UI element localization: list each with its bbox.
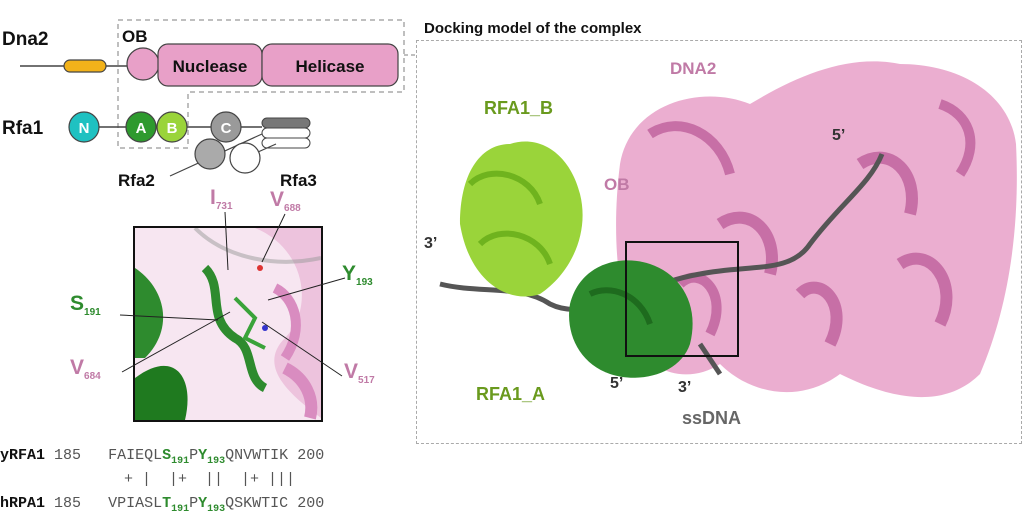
rfa2-domain xyxy=(194,138,226,170)
rfa1-a-label: A xyxy=(136,120,147,137)
three-prime-left-label: 3’ xyxy=(424,235,437,252)
helicase-label: Helicase xyxy=(296,57,365,76)
docking-title: Docking model of the complex xyxy=(424,20,642,37)
hrpa1-end: 200 xyxy=(297,495,325,512)
yrfa1-start: 185 xyxy=(54,447,82,464)
helicase-domain xyxy=(261,43,399,87)
rfa2-label: Rfa2 xyxy=(118,171,155,190)
residue-s191: S191 xyxy=(70,292,101,319)
yrfa1-seq-post: QNVWTIK xyxy=(225,447,289,464)
yrfa1-end: 200 xyxy=(297,447,325,464)
rfa1-b-label: B xyxy=(167,120,178,137)
inset-structure-art xyxy=(135,228,321,420)
zoom-box xyxy=(625,241,739,357)
hrpa1-y193: Y193 xyxy=(198,495,226,515)
docking-structure: DNA2 RFA1_B OB RFA1_A ssDNA 5’ 3’ 5’ 3’ xyxy=(424,59,1017,428)
inset-zoom xyxy=(133,226,323,422)
yrfa1-y193: Y193 xyxy=(198,447,226,467)
rfa1-b-domain xyxy=(156,111,188,143)
hrpa1-seq-pre: VPIASL xyxy=(108,495,163,512)
rfa1-n-domain xyxy=(68,111,100,143)
yrfa1-name: yRFA1 xyxy=(0,447,46,464)
hrpa1-name: hRPA1 xyxy=(0,495,46,512)
docking-dashed-frame xyxy=(416,40,1022,444)
rfa1b-body xyxy=(460,141,583,297)
residue-v684: V684 xyxy=(70,356,101,383)
residue-leader-lines xyxy=(119,211,346,377)
rfa1-a-domain xyxy=(125,111,157,143)
residue-i731: I731 xyxy=(210,186,233,213)
dna2-helix-segment xyxy=(63,59,107,73)
rfa1-c-domain xyxy=(210,111,242,143)
ob-structure-label: OB xyxy=(604,175,630,194)
rfa1-label: Rfa1 xyxy=(2,118,44,139)
hrpa1-t191: T191 xyxy=(162,495,190,515)
ssdna-structure-label: ssDNA xyxy=(682,408,741,428)
hrpa1-seq-post: QSKWTIC xyxy=(225,495,289,512)
ob-label: OB xyxy=(122,27,148,46)
connector-line xyxy=(404,54,418,56)
rfa3-line xyxy=(257,143,277,153)
three-prime-bottom-label: 3’ xyxy=(678,379,691,396)
yrfa1-s191: S191 xyxy=(162,447,190,467)
rfa1-n-label: N xyxy=(79,120,90,137)
alignment-row-yrfa1: yRFA1 185 FAIEQLS191PY193QNVWTIK 200 xyxy=(0,447,325,467)
alignment-match-row: + | |+ || |+ ||| xyxy=(124,471,296,488)
five-prime-bottom-label: 5’ xyxy=(610,375,623,392)
residue-v517: V517 xyxy=(344,360,375,387)
domain-diagram: Dna2 OB Nuclease Helicase Rfa1 N A B C R… xyxy=(2,19,405,190)
five-prime-top-label: 5’ xyxy=(832,127,845,144)
hrpa1-start: 185 xyxy=(54,495,82,512)
dna2-structure-label: DNA2 xyxy=(670,59,716,78)
alignment-row-hrpa1: hRPA1 185 VPIASLT191PY193QSKWTIC 200 xyxy=(0,495,325,515)
residue-v688: V688 xyxy=(270,188,301,215)
yrfa1-seq-pre: FAIEQL xyxy=(108,447,163,464)
rfa1b-structure-label: RFA1_B xyxy=(484,98,553,118)
rfa3-label: Rfa3 xyxy=(280,171,317,190)
rfa1a-structure-label: RFA1_A xyxy=(476,384,545,404)
rfa3-domain xyxy=(229,142,261,174)
nuclease-label: Nuclease xyxy=(173,57,248,76)
dna2-label: Dna2 xyxy=(2,29,48,50)
residue-y193: Y193 xyxy=(342,262,373,289)
rfa1-c-label: C xyxy=(221,120,232,137)
